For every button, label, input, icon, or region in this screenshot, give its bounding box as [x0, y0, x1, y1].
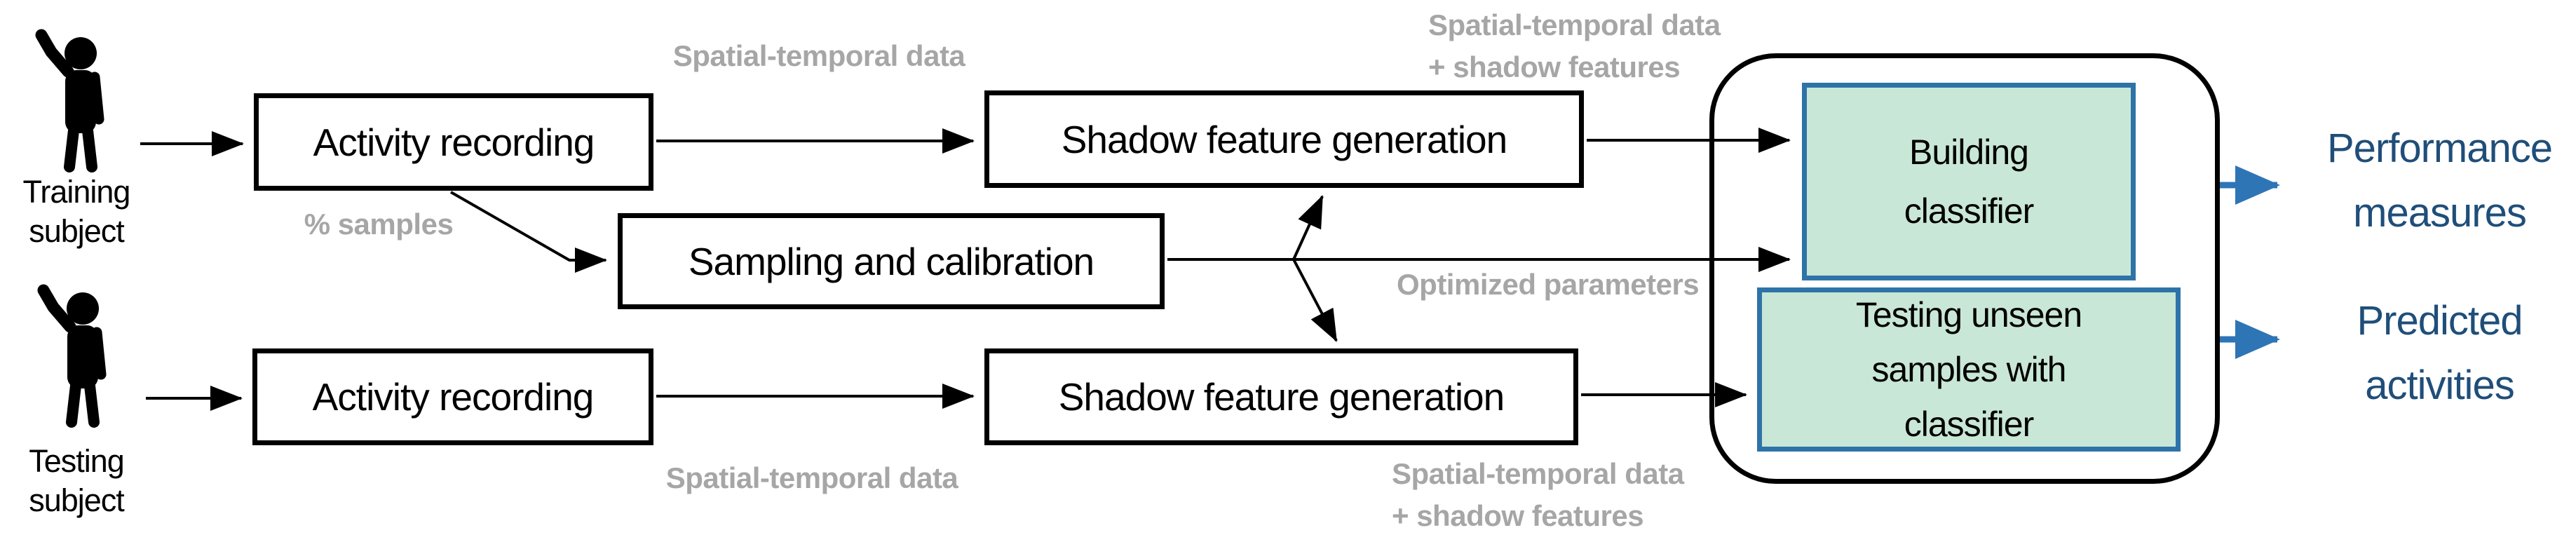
predicted-activities-output: Predicted activities: [2303, 289, 2576, 418]
training-subject-label-line1: Training: [22, 174, 131, 210]
predicted-activities-line1: Predicted: [2357, 298, 2523, 344]
testing-classifier-line1: Testing unseen: [1855, 295, 2082, 334]
activity-recording-top-label: Activity recording: [313, 120, 595, 164]
building-classifier-box: Building classifier: [1802, 83, 2136, 280]
sampling-calibration-box: Sampling and calibration: [618, 213, 1165, 309]
spatial-temporal-data-top-label: Spatial-temporal data: [672, 39, 965, 72]
testing-subject-label-line1: Testing: [29, 443, 125, 479]
spatial-temporal-plus-shadow-bottom-line2: + shadow features: [1392, 499, 1644, 532]
optimized-parameters-label: Optimized parameters: [1397, 268, 1700, 301]
spatial-temporal-plus-shadow-bottom-label: Spatial-temporal data + shadow features: [1392, 453, 1684, 537]
arrow-junction-to-shadow-bottom: [1292, 259, 1338, 342]
arrow-junction-to-shadow-top: [1292, 195, 1324, 260]
spatial-temporal-plus-shadow-top-line2: + shadow features: [1428, 50, 1681, 83]
activity-recording-top-box: Activity recording: [254, 93, 653, 191]
spatial-temporal-data-bottom-label: Spatial-temporal data: [665, 461, 958, 494]
testing-classifier-line3: classifier: [1904, 405, 2034, 444]
testing-classifier-box: Testing unseen samples with classifier: [1757, 287, 2181, 452]
sampling-calibration-label: Sampling and calibration: [688, 239, 1094, 283]
spatial-temporal-plus-shadow-bottom-line1: Spatial-temporal data: [1392, 457, 1684, 490]
spatial-temporal-plus-shadow-top-label: Spatial-temporal data + shadow features: [1428, 4, 1721, 88]
testing-subject-label: Testing subject: [0, 442, 153, 520]
activity-recording-bottom-label: Activity recording: [312, 375, 595, 419]
training-subject-label: Training subject: [0, 172, 153, 251]
performance-measures-line2: measures: [2353, 190, 2527, 236]
testing-classifier-line2: samples with: [1871, 350, 2067, 389]
building-classifier-line1: Building: [1909, 133, 2029, 172]
shadow-feature-generation-top-label: Shadow feature generation: [1061, 117, 1507, 161]
predicted-activities-line2: activities: [2365, 363, 2514, 408]
testing-subject-label-line2: subject: [29, 482, 125, 518]
arrow-activity-to-sampling: [450, 191, 607, 273]
building-classifier-line2: classifier: [1904, 191, 2034, 231]
activity-recording-bottom-box: Activity recording: [252, 348, 653, 445]
shadow-feature-generation-bottom-box: Shadow feature generation: [984, 348, 1578, 445]
shadow-feature-generation-top-box: Shadow feature generation: [984, 90, 1584, 188]
spatial-temporal-plus-shadow-top-line1: Spatial-temporal data: [1428, 8, 1721, 41]
training-subject-label-line2: subject: [29, 213, 125, 249]
pct-samples-label: % samples: [304, 208, 454, 240]
training-person-waving-icon: [25, 27, 130, 176]
performance-measures-output: Performance measures: [2303, 116, 2576, 245]
shadow-feature-generation-bottom-label: Shadow feature generation: [1058, 375, 1505, 419]
performance-measures-line1: Performance: [2326, 126, 2553, 171]
testing-person-waving-icon: [27, 282, 132, 431]
